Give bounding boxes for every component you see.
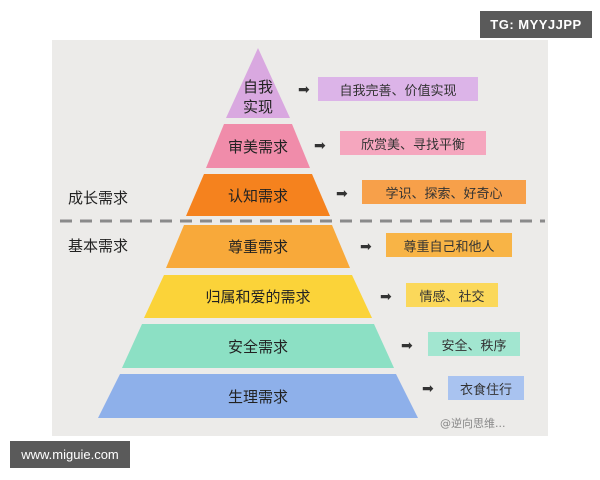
arrow-icon: ➡ (422, 381, 434, 397)
level-physiological (98, 374, 418, 418)
desc-belonging: 情感、社交 (419, 289, 484, 305)
desc-aesthetic: 欣赏美、寻找平衡 (361, 138, 465, 153)
desc-box-cognitive (362, 180, 526, 204)
level-aesthetic (206, 124, 310, 168)
desc-box-aesthetic (340, 131, 486, 155)
desc-esteem: 尊重自己和他人 (403, 239, 494, 255)
level-cognitive (186, 174, 330, 216)
side-label-growth: 成长需求 (68, 189, 128, 207)
level-aesthetic-label: 审美需求 (228, 138, 288, 156)
level-self-actualization (226, 48, 290, 118)
level-safety-label: 安全需求 (228, 338, 288, 356)
level-physiological-label: 生理需求 (228, 388, 288, 406)
telegram-badge: TG: MYYJJPP (480, 11, 592, 38)
level-esteem (166, 225, 350, 268)
desc-box-esteem (386, 233, 512, 257)
arrow-icon: ➡ (360, 239, 372, 255)
desc-self-actualization: 自我完善、价值实现 (339, 83, 456, 99)
watermark-text: @逆向思维... (440, 416, 506, 430)
level-belonging-label: 归属和爱的需求 (205, 288, 310, 306)
arrow-icon: ➡ (401, 338, 413, 354)
arrow-icon: ➡ (298, 82, 310, 98)
arrow-icon: ➡ (314, 138, 326, 154)
level-safety (122, 324, 394, 368)
desc-box-safety (428, 332, 520, 356)
desc-box-belonging (406, 283, 498, 307)
desc-cognitive: 学识、探索、好奇心 (385, 186, 502, 202)
level-belonging (144, 275, 372, 318)
desc-safety: 安全、秩序 (441, 338, 506, 354)
level-self-actualization-label-2: 实现 (243, 98, 273, 116)
arrow-icon: ➡ (380, 289, 392, 305)
desc-box-self-actualization (318, 77, 478, 101)
website-badge: www.miguie.com (10, 441, 130, 468)
arrow-icon: ➡ (336, 186, 348, 202)
side-label-basic: 基本需求 (68, 237, 128, 255)
level-esteem-label: 尊重需求 (228, 238, 288, 256)
level-cognitive-label: 认知需求 (228, 187, 288, 205)
level-self-actualization-label-1: 自我 (243, 78, 273, 96)
desc-box-physiological (448, 376, 524, 400)
desc-physiological: 衣食住行 (460, 382, 512, 398)
